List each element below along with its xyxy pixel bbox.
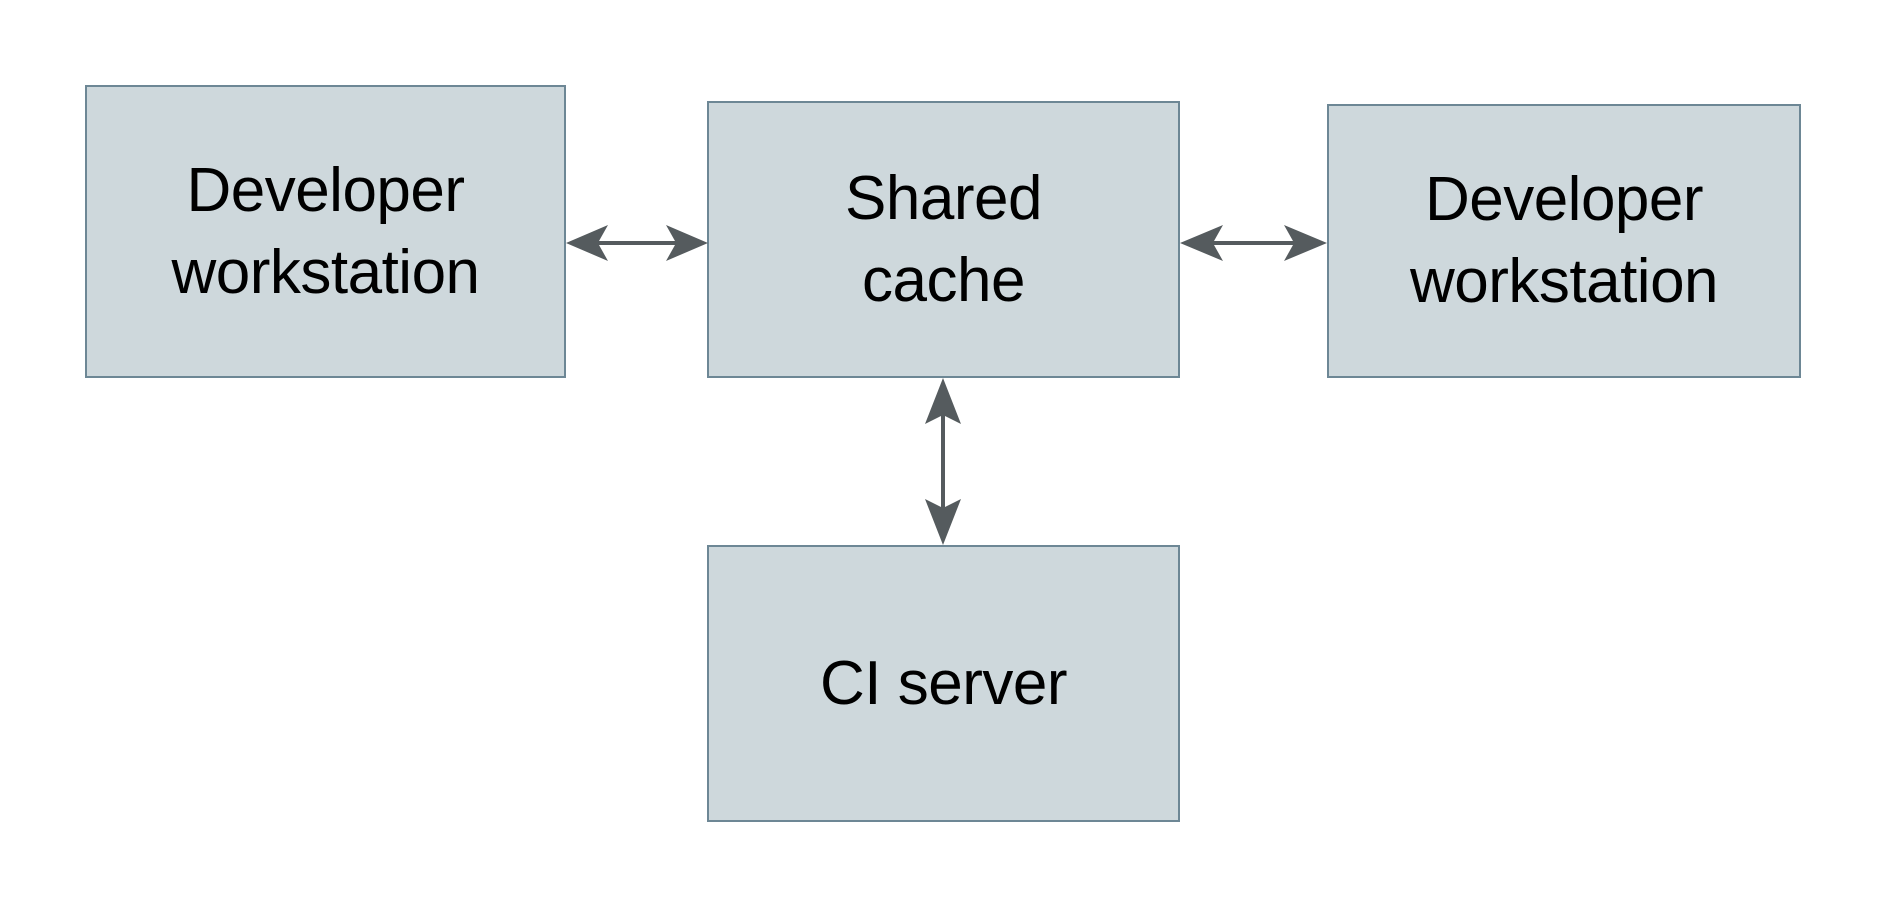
node-label: CI server <box>820 648 1067 718</box>
node-shared-cache[interactable]: Shared cache <box>707 101 1180 378</box>
edge-cache-to-right-workstation <box>1180 213 1327 273</box>
node-label: Developer workstation <box>1409 165 1719 316</box>
node-dev-workstation-right[interactable]: Developer workstation <box>1327 104 1801 378</box>
edge-left-workstation-to-cache <box>566 213 708 273</box>
node-ci-server[interactable]: CI server <box>707 545 1180 822</box>
node-label: Shared cache <box>845 163 1042 315</box>
node-label: Developer workstation <box>171 155 480 307</box>
edge-cache-to-ci-server <box>913 378 973 545</box>
node-dev-workstation-left[interactable]: Developer workstation <box>85 85 566 378</box>
